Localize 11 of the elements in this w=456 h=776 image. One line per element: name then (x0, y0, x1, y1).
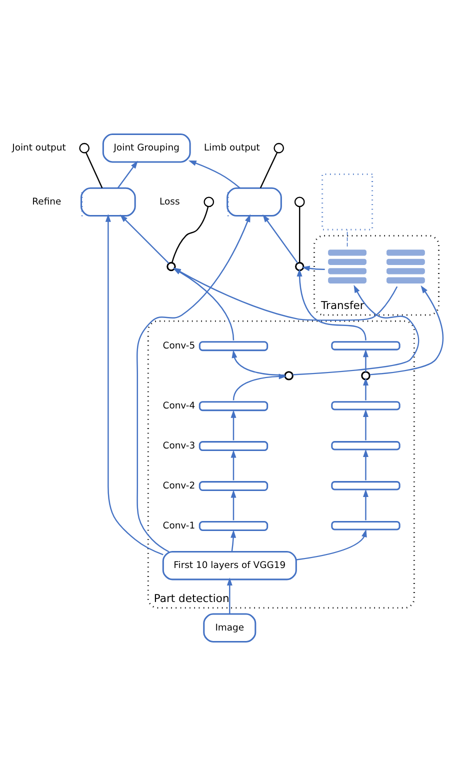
node-label: Refine (32, 196, 61, 208)
node-label: Conv-2 (162, 480, 195, 492)
node-label: Joint output (12, 142, 66, 154)
node-label: Loss (159, 196, 180, 208)
node-label: Conv-1 (162, 520, 195, 532)
node-label: Conv-3 (162, 440, 195, 452)
node-label: Conv-4 (162, 400, 195, 412)
node-label: Conv-5 (162, 340, 195, 352)
node-label: Transfer (320, 298, 364, 312)
node-label: Part detection (153, 592, 229, 605)
node-label: Limb output (204, 142, 260, 154)
